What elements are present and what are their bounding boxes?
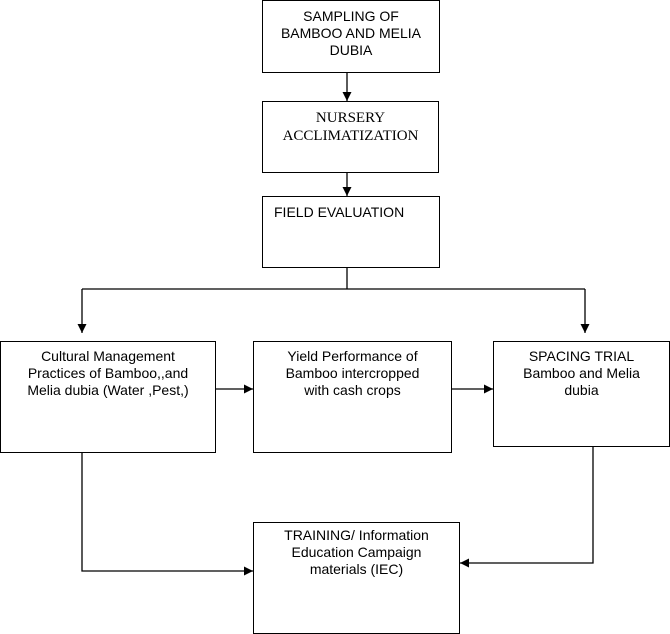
nursery-acclimatization-box: NURSERY ACCLIMATIZATION [262, 101, 439, 173]
training-iec-box: TRAINING/ Information Education Campaign… [253, 522, 460, 634]
cultural-management-box: Cultural Management Practices of Bamboo,… [0, 341, 216, 453]
yield-performance-box: Yield Performance of Bamboo intercropped… [253, 341, 452, 453]
arrow-cultural-to-training [81, 453, 253, 576]
arrow-spacing-to-training [460, 447, 594, 568]
spacing-trial-box: SPACING TRIAL Bamboo and Melia dubia [493, 341, 670, 447]
field-evaluation-box: FIELD EVALUATION [262, 196, 440, 268]
sampling-box: SAMPLING OF BAMBOO AND MELIA DUBIA [262, 0, 440, 73]
